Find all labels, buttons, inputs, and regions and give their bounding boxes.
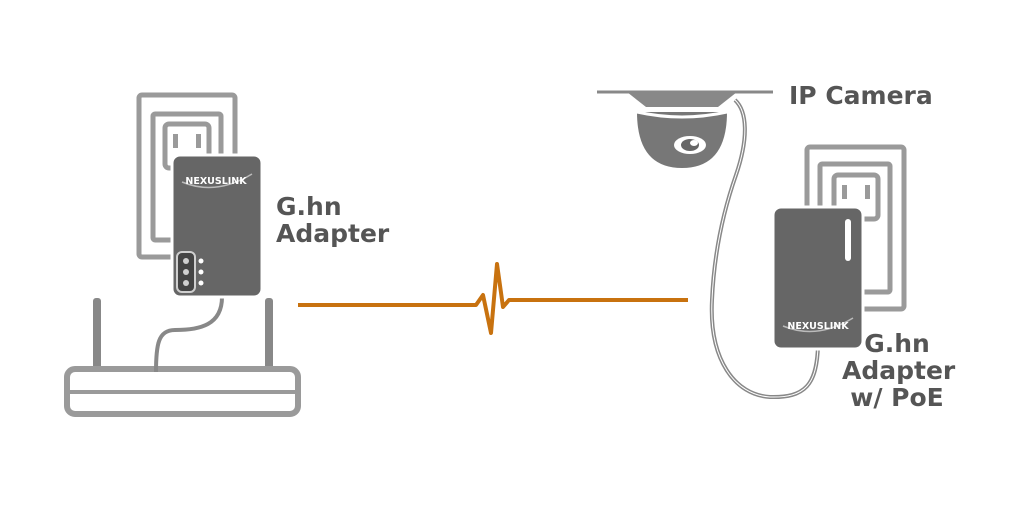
camera-cable-highlight: [711, 99, 819, 398]
left-adapter-label: G.hn Adapter: [276, 193, 389, 247]
right-adapter-logo: NEXUSLINK: [787, 321, 849, 332]
ip-camera: [627, 92, 737, 168]
powerline-link: [298, 262, 688, 335]
right-adapter-label-line1: G.hn: [864, 329, 930, 358]
right-adapter-label-line2: Adapter: [842, 356, 956, 385]
left-adapter-label-line2: Adapter: [276, 219, 390, 248]
left-adapter-label-line1: G.hn: [276, 192, 342, 221]
right-ghn-poe-adapter: NEXUSLINK: [771, 205, 865, 351]
router-cable: [154, 296, 224, 373]
left-adapter-logo: NEXUSLINK: [185, 176, 247, 187]
router: [64, 298, 301, 417]
right-adapter-label-line3: w/ PoE: [850, 383, 944, 412]
left-ghn-adapter: NEXUSLINK: [170, 153, 264, 299]
right-adapter-label: G.hn Adapter w/ PoE: [842, 329, 956, 412]
camera-label: IP Camera: [789, 81, 933, 110]
